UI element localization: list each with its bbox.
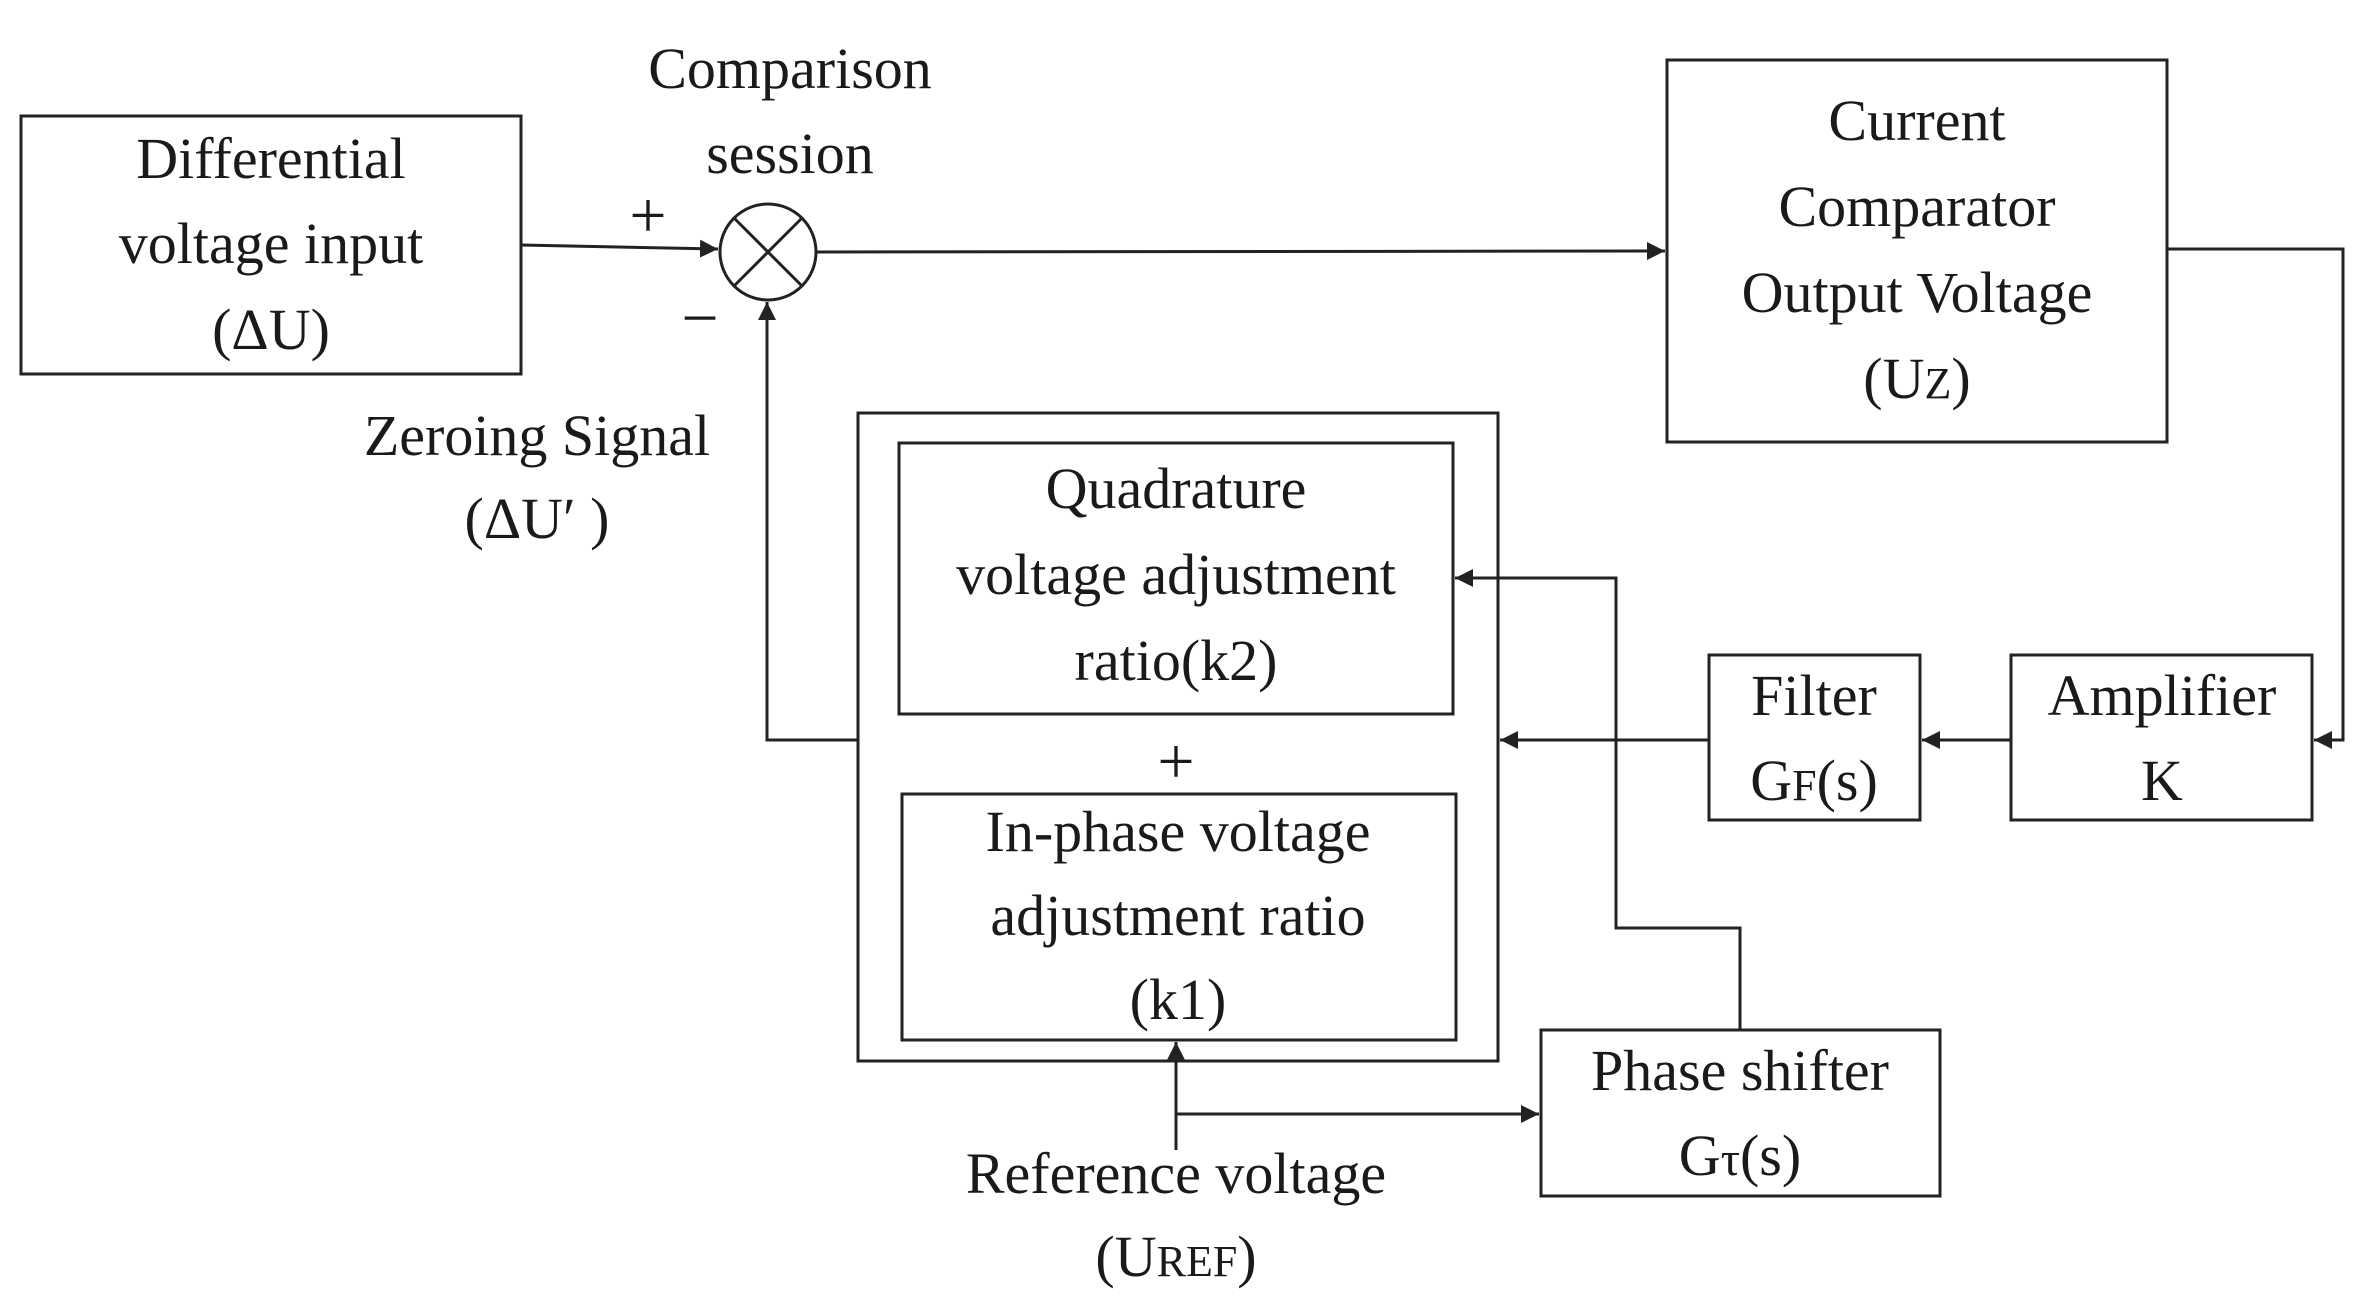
- amplifier-line-2: K: [2141, 748, 2183, 813]
- filter-block: Filter GF(s): [1707, 653, 1922, 822]
- filter-symbol: GF(s): [1750, 748, 1878, 813]
- current-comparator-line-2: Comparator: [1778, 174, 2055, 239]
- zeroing-signal-line-2: (ΔU′ ): [465, 486, 610, 551]
- wire-comparator-to-amplifier: [2167, 247, 2345, 749]
- quadrature-box: [897, 441, 1455, 716]
- reference-voltage-label: Reference voltage (UREF): [966, 1141, 1386, 1289]
- current-comparator-line-3: Output Voltage: [1742, 260, 2093, 325]
- in-phase-line-2: adjustment ratio: [990, 883, 1365, 948]
- quadrature-line-2: voltage adjustment: [956, 542, 1396, 607]
- wire-phase-shifter-to-quadrature: [1455, 569, 1742, 1030]
- reference-voltage-line-1: Reference voltage: [966, 1141, 1386, 1206]
- quadrature-line-1: Quadrature: [1046, 456, 1307, 521]
- phase-shifter-symbol: Gτ(s): [1679, 1123, 1801, 1188]
- adjustment-ratio-container: Quadrature voltage adjustment ratio(k2) …: [856, 411, 1500, 1063]
- in-phase-box: [900, 792, 1458, 1042]
- current-comparator-symbol: (UZ): [1863, 346, 1970, 411]
- minus-sign: −: [681, 282, 718, 355]
- phase-shifter-title: Phase shifter: [1591, 1038, 1889, 1103]
- summing-junction-cross-2: [732, 216, 804, 288]
- in-phase-line-3: (k1): [1130, 967, 1227, 1032]
- signal-wires: [520, 239, 2345, 1150]
- differential-input-line-2: voltage input: [119, 211, 423, 276]
- differential-input-line-1: Differential: [136, 126, 405, 191]
- comparison-session: Comparison session + −: [629, 36, 931, 355]
- quadrature-line-3: ratio(k2): [1075, 628, 1278, 693]
- differential-input-block: Differential voltage input (ΔU): [19, 114, 523, 376]
- current-comparator-block: Current Comparator Output Voltage (UZ): [1665, 58, 2169, 444]
- comparison-label-line-2: session: [706, 121, 874, 186]
- filter-box: [1707, 653, 1922, 822]
- wire-zeroing-feedback: [758, 302, 858, 742]
- zeroing-signal-label: Zeroing Signal (ΔU′ ): [364, 403, 710, 551]
- filter-title: Filter: [1751, 663, 1877, 728]
- phase-shifter-block: Phase shifter Gτ(s): [1539, 1028, 1942, 1198]
- wire-junction-to-comparator: [815, 242, 1666, 261]
- wire-input-to-junction: [520, 239, 719, 258]
- comparison-label-line-1: Comparison: [648, 36, 932, 101]
- current-comparator-box: [1665, 58, 2169, 444]
- amplifier-box: [2009, 653, 2314, 822]
- in-phase-line-1: In-phase voltage: [986, 799, 1371, 864]
- amplifier-line-1: Amplifier: [2048, 663, 2277, 728]
- reference-voltage-line-2: (UREF): [1095, 1224, 1256, 1289]
- plus-sign: +: [629, 179, 666, 252]
- current-comparator-line-1: Current: [1828, 88, 2005, 153]
- differential-input-line-3: (ΔU): [212, 297, 330, 362]
- zeroing-signal-line-1: Zeroing Signal: [364, 403, 710, 468]
- adjustment-outer-box: [856, 411, 1500, 1063]
- adjust-plus-sign: +: [1157, 725, 1194, 798]
- amplifier-block: Amplifier K: [2009, 653, 2314, 822]
